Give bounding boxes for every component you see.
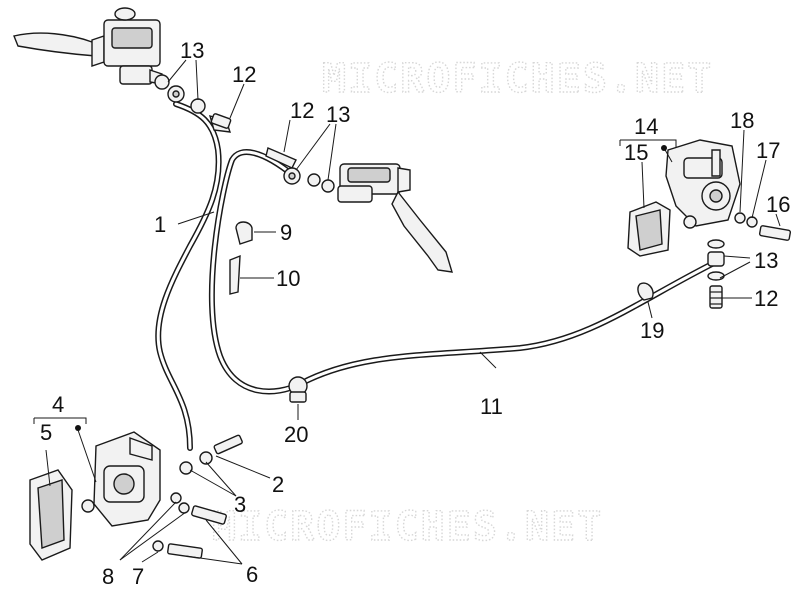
callout-5: 5	[40, 420, 52, 445]
banjo-bolt-top-left	[154, 74, 232, 133]
brake-hose-rear	[208, 149, 719, 395]
clip-part	[235, 221, 253, 245]
callout-19: 19	[640, 318, 664, 343]
banjo-bolt-middle	[265, 147, 335, 193]
callout-1: 1	[154, 212, 166, 237]
master-cylinder-left	[13, 7, 163, 85]
brake-pads-right	[627, 201, 671, 257]
callout-9: 9	[280, 220, 292, 245]
banjo-fitting-right	[707, 239, 725, 309]
callout-2: 2	[272, 472, 284, 497]
callout-14: 14	[634, 114, 658, 139]
caliper-left	[81, 431, 161, 527]
callout-20: 20	[284, 422, 308, 447]
callout-11: 11	[480, 394, 503, 419]
callout-12-top: 12	[232, 62, 256, 87]
watermark-top: MICROFICHES.NET	[322, 56, 713, 102]
hose-guide-part	[637, 282, 654, 301]
callout-16: 16	[766, 192, 790, 217]
strip-part	[229, 254, 241, 295]
callout-13-middle: 13	[326, 102, 350, 127]
caliper-bolts-left	[152, 434, 243, 559]
master-cylinder-right	[337, 163, 453, 273]
callout-12-middle: 12	[290, 98, 314, 123]
caliper-bolt-right	[734, 212, 792, 241]
callout-13-right: 13	[754, 248, 778, 273]
callout-3: 3	[234, 492, 246, 517]
hose-clamp-part	[288, 376, 308, 403]
leader-lines	[33, 59, 781, 565]
callout-8: 8	[102, 564, 114, 589]
brake-hose-front	[155, 101, 222, 451]
callout-4: 4	[52, 392, 64, 417]
callout-12-right: 12	[754, 286, 778, 311]
brake-pads-left	[29, 469, 73, 561]
callout-13-top: 13	[180, 38, 204, 63]
bullet-marker-left	[75, 425, 81, 431]
bullet-marker-right	[661, 145, 667, 151]
callout-10: 10	[276, 266, 300, 291]
callout-6: 6	[246, 562, 258, 587]
callout-17: 17	[756, 138, 780, 163]
callout-15: 15	[624, 140, 648, 165]
callout-18: 18	[730, 108, 754, 133]
watermark-bottom: MICROFICHES.NET	[212, 504, 603, 550]
caliper-right	[665, 139, 741, 229]
callout-7: 7	[132, 564, 144, 589]
